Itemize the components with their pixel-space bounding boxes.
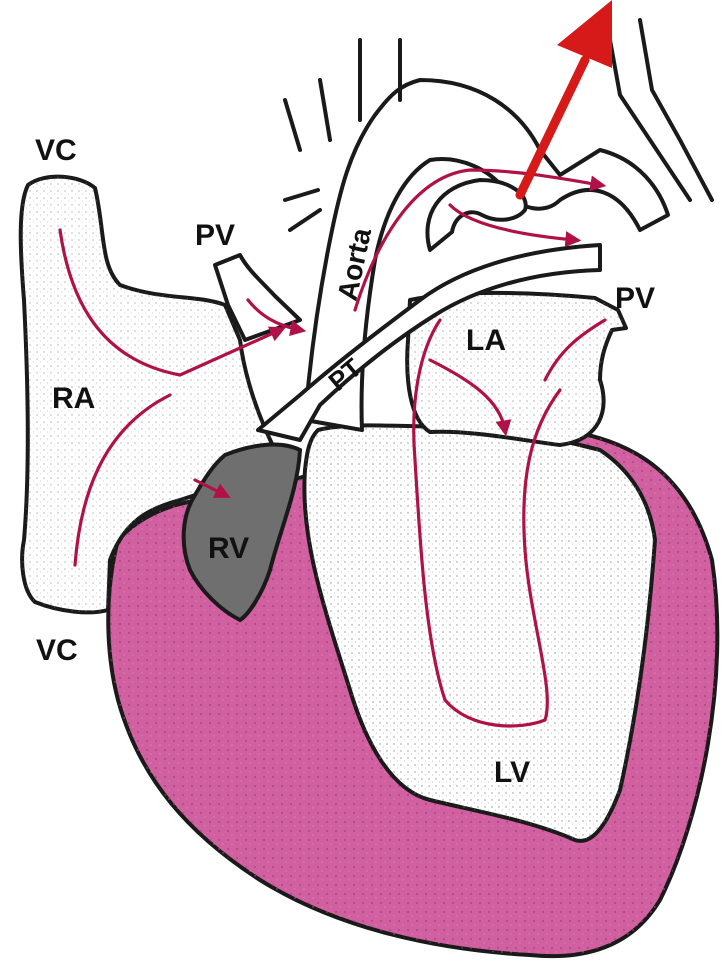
label-vc-bottom: VC <box>36 634 78 667</box>
label-lv: LV <box>494 756 530 789</box>
label-vc-top: VC <box>35 134 77 167</box>
label-pv-left: PV <box>195 219 235 252</box>
label-ra: RA <box>52 382 95 415</box>
label-la: LA <box>466 324 506 357</box>
pulmonary-artery-loop <box>427 180 525 250</box>
label-pv-right: PV <box>615 282 655 315</box>
label-rv: RV <box>208 532 249 565</box>
